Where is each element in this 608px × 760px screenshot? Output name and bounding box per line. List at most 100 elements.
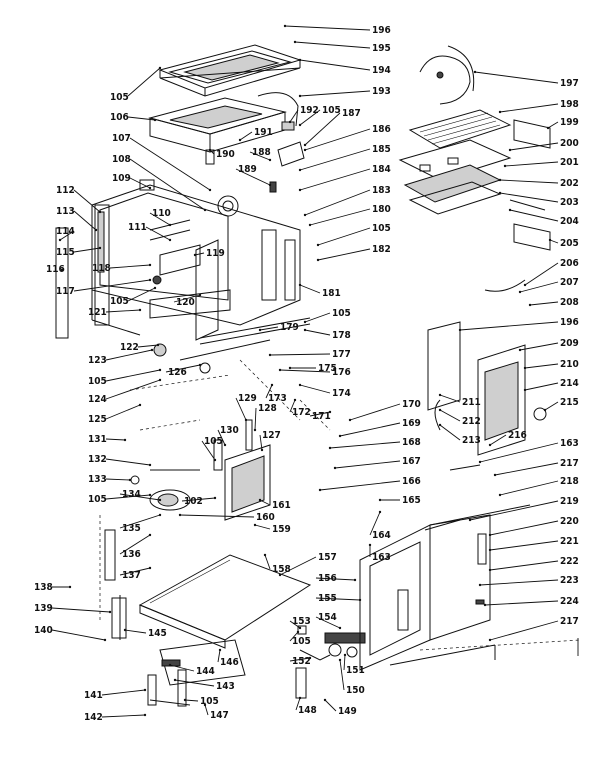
leader-dot-183 [303,213,307,217]
leader-line-127 [259,434,263,451]
leader-dot-143 [173,678,177,682]
door-panel-part [389,504,531,666]
part-label-182: 182 [372,244,391,255]
part-label-184: 184 [372,164,391,175]
part-label-215: 215 [560,397,579,408]
leader-line-193 [299,90,371,97]
part-label-210: 210 [560,359,579,370]
leader-dot-116 [60,268,64,272]
leader-dot-140 [103,638,107,642]
part-label-145: 145 [148,628,167,639]
leader-dot-128 [253,428,257,432]
part-label-105: 105 [204,436,223,447]
part-label-172: 172 [292,407,311,418]
leader-dot-145 [123,628,127,632]
leader-line-105 [304,312,331,323]
leader-dot-105 [316,243,320,247]
leader-line-129 [235,397,247,421]
leader-line-201 [504,161,559,167]
valve-parts [295,625,366,699]
leader-dot-202 [498,178,502,182]
part-label-135: 135 [122,523,141,534]
leader-line-141 [101,689,146,696]
leader-line-163 [479,442,559,463]
leader-line-219 [469,500,559,521]
part-label-146: 146 [220,657,239,668]
leader-line-181 [299,284,321,294]
part-label-105: 105 [110,92,129,103]
leader-dot-107 [208,188,212,192]
part-label-203: 203 [560,197,579,208]
leader-line-118 [109,264,151,269]
leader-line-192 [289,109,299,123]
part-label-193: 193 [372,86,391,97]
leader-dot-106 [153,118,157,122]
leader-dot-147 [203,703,207,707]
part-label-105: 105 [372,223,391,234]
part-label-121: 121 [88,307,107,318]
leader-dot-110 [168,223,172,227]
leader-dot-176 [278,368,282,372]
leader-dot-186 [303,148,307,152]
part-label-169: 169 [402,418,421,429]
part-label-192: 192 [300,105,319,116]
part-label-186: 186 [372,124,391,135]
leader-dot-105 [158,66,162,70]
part-label-118: 118 [92,263,111,274]
leader-dot-112 [98,210,102,214]
leader-line-140 [51,629,106,641]
leader-line-196 [284,25,371,31]
leader-dot-115 [98,246,102,250]
leader-dot-169 [338,434,342,438]
leader-dot-164 [378,510,382,514]
broiler-burner-part [130,419,271,521]
leader-dot-193 [298,94,302,98]
leader-line-145 [124,629,147,634]
leader-dot-127 [260,448,264,452]
bottom-panel-part [99,515,312,707]
part-label-183: 183 [372,185,391,196]
leader-dot-211 [438,393,442,397]
leader-line-174 [299,384,331,394]
leader-dot-132 [148,463,152,467]
leader-dot-172 [293,398,297,402]
bracket-parts [205,121,305,193]
part-label-217: 217 [560,458,579,469]
leader-dot-218 [498,493,502,497]
leader-line-220 [489,520,559,536]
leader-line-194 [299,59,371,71]
leader-line-179 [259,326,279,331]
part-label-154: 154 [318,612,337,623]
leader-line-223 [479,579,559,586]
leader-dot-158 [263,553,267,557]
leader-line-107 [129,137,211,191]
leader-line-148 [295,697,301,711]
part-label-108: 108 [112,154,131,165]
leader-dot-136 [148,533,152,537]
oven-door-part [427,279,547,471]
leader-dot-219 [468,518,472,522]
leader-dot-129 [244,418,248,422]
part-label-159: 159 [272,524,291,535]
part-label-185: 185 [372,144,391,155]
part-label-161: 161 [272,500,291,511]
leader-line-120 [173,294,201,303]
leader-dot-151 [343,653,347,657]
griddle-grate-part [398,109,551,251]
part-label-201: 201 [560,157,579,168]
part-label-221: 221 [560,536,579,547]
part-label-142: 142 [84,712,103,723]
leader-dot-180 [308,223,312,227]
leader-line-200 [509,142,559,151]
leader-line-150 [339,659,345,691]
part-label-205: 205 [560,238,579,249]
part-label-153: 153 [292,616,311,627]
leader-dot-224 [483,603,487,607]
part-label-151: 151 [346,665,365,676]
leader-line-110 [149,212,171,226]
part-label-220: 220 [560,516,579,527]
part-label-144: 144 [196,666,215,677]
leader-dot-205 [548,238,552,242]
leader-line-224 [484,600,559,606]
leader-dot-105 [153,286,157,290]
